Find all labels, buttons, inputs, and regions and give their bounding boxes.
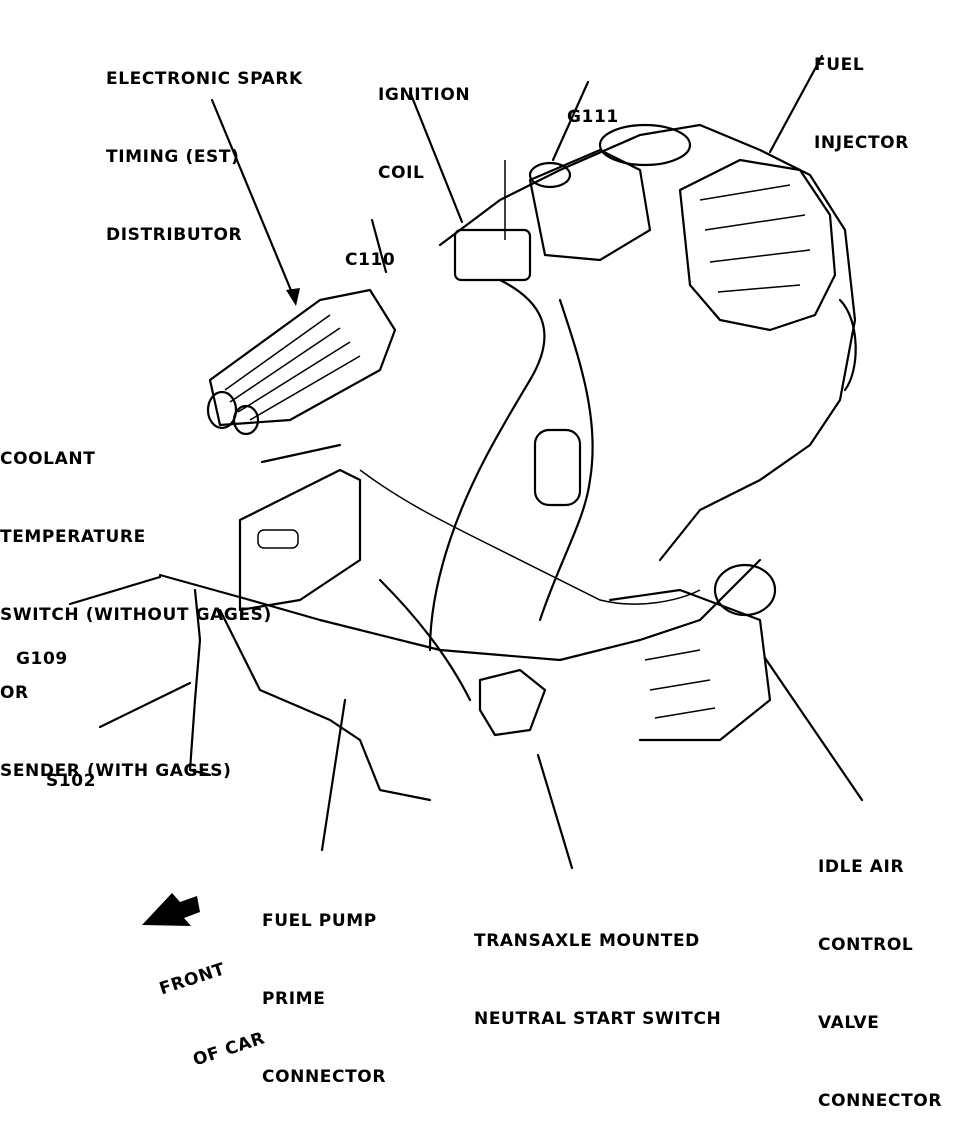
callout-ignition-coil: IGNITION COIL xyxy=(378,30,470,212)
transaxle-case xyxy=(608,588,772,742)
callout-s102: S102 xyxy=(46,716,96,820)
callout-ignition-coil-line-1: IGNITION xyxy=(378,85,471,105)
callout-iac-line-3: VALVE xyxy=(818,1013,880,1033)
leader-fuel-injector xyxy=(768,54,824,154)
callout-distributor-line-2: TIMING (EST) xyxy=(106,147,240,167)
leader-g111 xyxy=(551,80,590,162)
harness-main xyxy=(428,278,546,652)
callout-coolant: COOLANT TEMPERATURE SWITCH (WITHOUT GAGE… xyxy=(0,394,272,810)
callout-fuel-injector-line-1: FUEL xyxy=(814,55,865,75)
callout-fuel-injector-line-2: INJECTOR xyxy=(814,133,909,153)
leader-distributor-arrowhead xyxy=(286,288,300,306)
callout-iac-line-2: CONTROL xyxy=(818,935,914,955)
air-cleaner-cap xyxy=(598,123,692,167)
callout-c110: C110 xyxy=(345,195,395,299)
spark-plug-wires xyxy=(224,314,361,421)
callout-s102-line-1: S102 xyxy=(46,771,97,791)
callout-distributor-line-3: DISTRIBUTOR xyxy=(106,225,243,245)
leader-distributor xyxy=(210,98,297,302)
callout-coolant-line-4: OR xyxy=(0,683,29,703)
callout-coolant-line-5: SENDER (WITH GAGES) xyxy=(0,761,232,781)
leader-ignition-coil xyxy=(408,90,464,224)
throttle-body-fins xyxy=(699,184,811,293)
diagram-canvas: ELECTRONIC SPARK TIMING (EST) DISTRIBUTO… xyxy=(0,0,941,1111)
callout-g109-line-1: G109 xyxy=(16,649,68,669)
canister xyxy=(533,428,582,507)
engine-assembly xyxy=(158,123,857,802)
callout-iac: IDLE AIR CONTROL VALVE CONNECTOR xyxy=(818,802,942,1140)
callout-distributor: ELECTRONIC SPARK TIMING (EST) DISTRIBUTO… xyxy=(106,14,303,274)
callout-g111-line-1: G111 xyxy=(567,107,619,127)
callout-coolant-line-2: TEMPERATURE xyxy=(0,527,146,547)
valve-cover xyxy=(528,148,652,262)
callout-transaxle: TRANSAXLE MOUNTED NEUTRAL START SWITCH xyxy=(474,876,721,1058)
callout-fuel-pump-line-2: PRIME xyxy=(262,989,326,1009)
callout-iac-line-1: IDLE AIR xyxy=(818,857,905,877)
engine-upper-outline xyxy=(438,123,857,562)
callout-distributor-line-1: ELECTRONIC SPARK xyxy=(106,69,303,89)
callout-ignition-coil-line-2: COIL xyxy=(378,163,425,183)
arrow-up-left-icon xyxy=(142,893,200,926)
distributor-boot-a xyxy=(206,390,238,430)
callout-transaxle-line-2: NEUTRAL START SWITCH xyxy=(474,1009,722,1029)
oil-fill-cap xyxy=(528,161,572,189)
callout-front-line-1: FRONT xyxy=(156,959,228,1000)
callout-c110-line-1: C110 xyxy=(345,250,396,270)
callout-coolant-line-1: COOLANT xyxy=(0,449,96,469)
harness-lower xyxy=(359,469,701,605)
leader-coolant xyxy=(260,443,342,464)
throttle-body xyxy=(678,158,837,332)
leader-s102 xyxy=(98,681,192,729)
leader-transaxle xyxy=(536,753,574,870)
callout-fuel-pump-line-1: FUEL PUMP xyxy=(262,911,377,931)
leader-iac xyxy=(763,656,864,802)
callout-fuel-pump-line-3: CONNECTOR xyxy=(262,1067,387,1087)
callout-front-line-2: OF CAR xyxy=(190,1028,268,1071)
left-rail xyxy=(188,588,212,777)
callout-g111: G111 xyxy=(567,52,619,156)
harness-pump-prime xyxy=(378,578,472,702)
leader-fuel-pump xyxy=(320,698,347,852)
pulley-edge xyxy=(838,298,857,392)
callout-g109: G109 xyxy=(16,594,68,698)
leader-g109 xyxy=(68,575,162,606)
lower-frame-edge xyxy=(158,558,762,662)
coolant-bracket xyxy=(238,468,362,612)
callout-fuel-injector: FUEL INJECTOR xyxy=(814,0,909,182)
neutral-start-switch xyxy=(478,668,547,737)
bracket-slot xyxy=(257,529,299,549)
ignition-coil-body xyxy=(453,228,532,282)
callout-iac-line-4: CONNECTOR xyxy=(818,1091,943,1111)
leader-lines xyxy=(68,54,864,870)
distributor-boot-b xyxy=(232,404,260,436)
harness-secondary xyxy=(538,298,594,622)
transaxle-ribs xyxy=(644,649,716,719)
fuel-pump-housing xyxy=(218,608,432,802)
leader-c110 xyxy=(370,218,388,274)
callout-coolant-line-3: SWITCH (WITHOUT GAGES) xyxy=(0,605,272,625)
callout-fuel-pump: FUEL PUMP PRIME CONNECTOR xyxy=(262,856,386,1116)
callout-transaxle-line-1: TRANSAXLE MOUNTED xyxy=(474,931,700,951)
engine-line-drawing xyxy=(68,54,864,926)
